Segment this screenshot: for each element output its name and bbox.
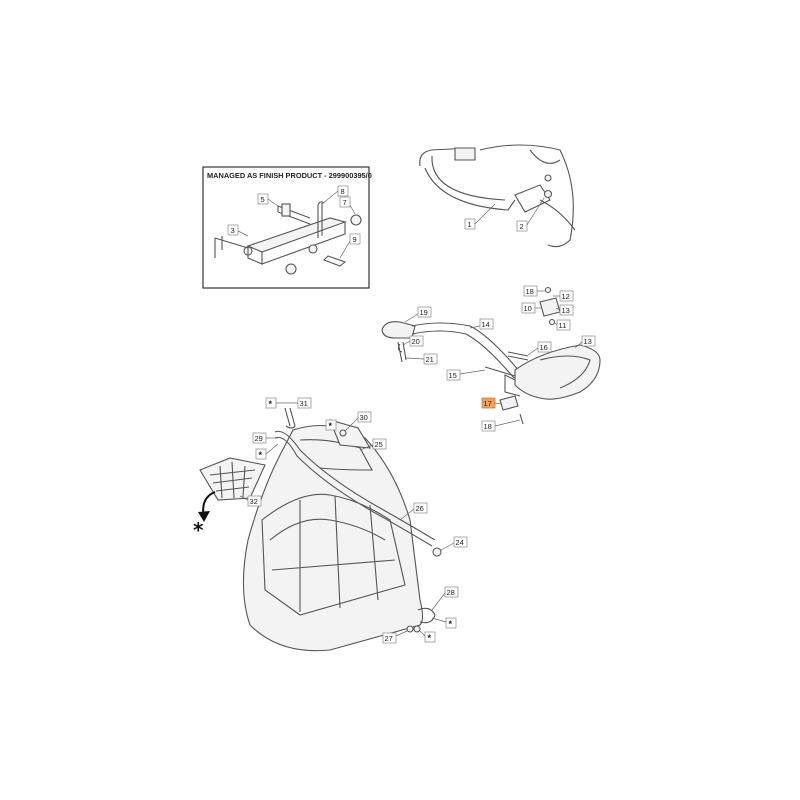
callout-2-label: 2 [520,222,524,231]
callout-26-label: 26 [416,504,424,513]
callout-10-label: 10 [524,304,532,313]
callout-20: 18 [481,419,521,432]
callout-5: 5 [257,193,279,207]
inset-panel: MANAGED AS FINISH PRODUCT - 299900395/0 … [202,166,372,289]
callout-28-star-symbol: * [449,619,453,629]
callout-21: 19 [404,306,432,323]
callout-1: 1 [464,203,496,230]
callout-1-label: 1 [468,220,472,229]
callout-25-label: 25 [375,440,383,449]
callout-27-star: * [419,630,436,643]
callout-11: 11 [553,319,571,331]
grass-bag-drawing [198,407,442,652]
callout-29-star: * [255,443,279,460]
callout-8: 8 [321,185,349,205]
callout-29-label: 29 [255,434,263,443]
callout-30: * 30 [325,411,372,432]
callout-21-label: 19 [420,308,428,317]
callout-23-label: 21 [426,355,434,364]
callout-31-star: * [269,399,273,409]
callout-15: 13 [574,335,596,349]
callout-13: 13 [555,304,574,316]
callout-28-star: * [431,617,457,629]
callout-24-label: 24 [456,538,464,547]
lever-assembly-drawing [381,286,601,425]
callout-3: 3 [227,224,249,237]
asterisk-marker: * [193,518,204,542]
callout-27-star-symbol: * [428,633,432,643]
callout-12-label: 12 [562,292,570,301]
callout-9: 9 [339,233,361,259]
callout-18: 16 [527,341,552,356]
callout-22: 20 [402,335,424,347]
callout-29-star-symbol: * [259,450,263,460]
callout-13-label: 13 [562,306,570,315]
front-bumper-drawing [419,144,576,248]
callout-29: 29 [252,432,278,444]
callout-2: 2 [516,197,545,232]
callout-16: 14 [469,318,494,330]
inset-title: MANAGED AS FINISH PRODUCT - 299900395/0 [207,171,372,180]
callout-17: 15 [446,369,486,381]
callout-23: 21 [405,353,438,365]
callout-9-label: 9 [353,235,357,244]
callout-28-label: 28 [447,588,455,597]
callout-12: 12 [553,290,574,302]
callout-30-label: 30 [360,413,368,422]
callout-25: 25 [359,438,387,451]
callout-32: 32 [239,495,262,507]
callout-5-label: 5 [261,195,265,204]
callout-8-label: 8 [341,187,345,196]
callout-14-label: 18 [526,287,534,296]
callout-3-label: 3 [231,226,235,235]
callout-15-label: 13 [584,337,592,346]
callout-30-star: * [329,421,333,431]
callout-14: 18 [523,285,545,297]
callout-10: 10 [521,302,541,314]
callout-18-label: 16 [540,343,548,352]
callout-7: 7 [339,196,356,215]
callout-11-label: 11 [559,321,567,330]
callout-27: 27 [382,630,408,644]
callout-20-label: 18 [484,422,492,431]
inset-drawbar-drawing [214,201,362,275]
callout-17-label: 15 [449,371,457,380]
callout-31-label: 31 [300,399,308,408]
callout-22-label: 20 [412,337,420,346]
callout-24: 24 [440,536,468,551]
callout-27-label: 27 [385,634,393,643]
callout-19-highlighted: 17 [481,397,503,409]
callout-7-label: 7 [343,198,347,207]
callout-19-label: 17 [484,399,492,408]
callout-32-label: 32 [250,497,258,506]
callout-16-label: 14 [482,320,490,329]
callout-26: 26 [399,502,428,521]
callout-28: 28 [431,586,459,611]
callout-31: * 31 [265,397,312,409]
